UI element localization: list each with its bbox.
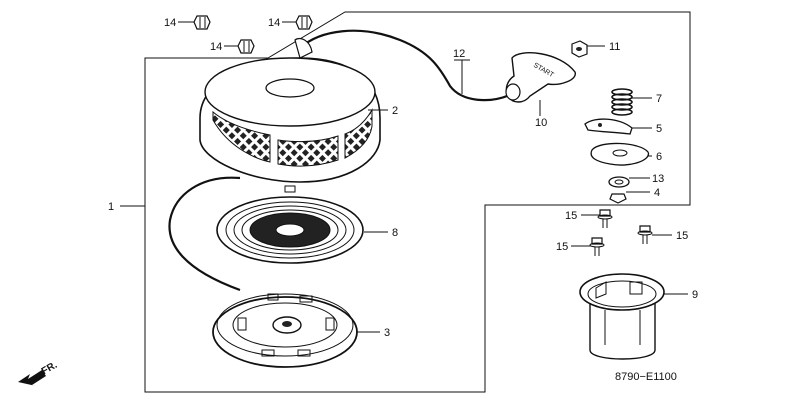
callout-7: 7 [656, 93, 662, 105]
callout-9: 9 [692, 289, 698, 301]
callout-15b: 15 [556, 241, 568, 253]
flange-bolt-15a: 15 [565, 209, 613, 228]
callout-12: 12 [453, 48, 465, 60]
ratchet [584, 118, 633, 135]
callout-2: 2 [392, 105, 398, 117]
front-marker-label: FR. [40, 360, 60, 378]
callout-14a: 14 [164, 17, 176, 29]
coil-spring [611, 88, 633, 116]
starter-housing [199, 37, 381, 183]
callout-4: 4 [654, 187, 660, 199]
drawing-code: 8790−E1100 [615, 371, 677, 383]
callout-14c: 14 [210, 41, 222, 53]
callout-3: 3 [384, 327, 390, 339]
flange-bolt-15c: 15 [637, 225, 688, 244]
cap-nut-14b: 14 [268, 15, 313, 30]
callout-5: 5 [656, 123, 662, 135]
assembly-outline [144, 11, 691, 393]
callout-6: 6 [656, 151, 662, 163]
starter-pulley [579, 273, 665, 360]
callout-11: 11 [609, 41, 620, 53]
flange-bolt-15b: 15 [556, 237, 605, 256]
callout-15c: 15 [676, 230, 688, 242]
callout-15a: 15 [565, 210, 577, 222]
callout-14b: 14 [268, 17, 280, 29]
starter-grip: START [505, 52, 576, 103]
starter-reel [212, 293, 358, 368]
callout-10: 10 [535, 117, 547, 129]
front-arrow-icon: FR. [18, 360, 59, 386]
cap-nut-14c: 14 [210, 39, 255, 54]
setting-screw [609, 193, 627, 204]
recoil-spring [216, 185, 364, 264]
starter-rope [299, 29, 513, 102]
callout-8: 8 [392, 227, 398, 239]
callout-1: 1 [108, 201, 114, 213]
callout-13: 13 [652, 173, 664, 185]
cap-nut-14a: 14 [164, 15, 211, 30]
